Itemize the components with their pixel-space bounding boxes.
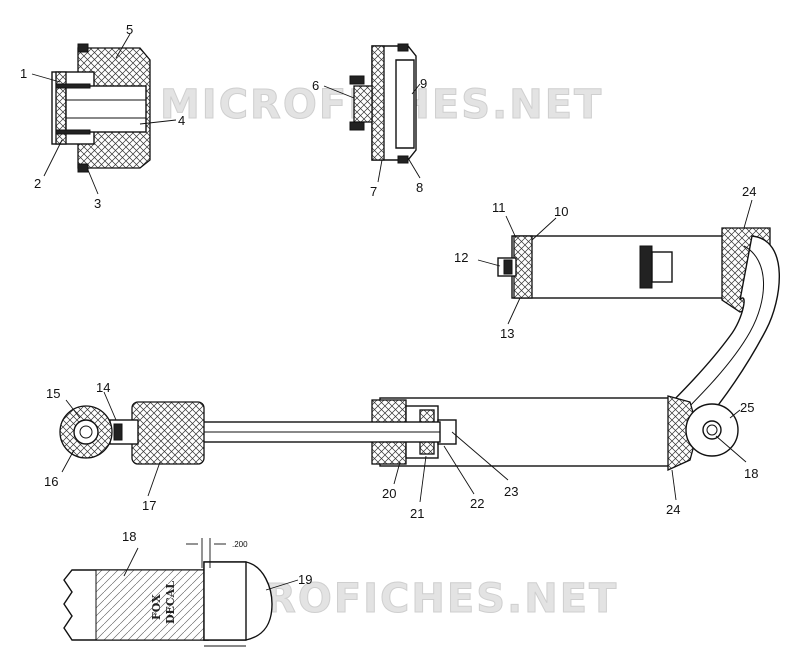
callout-15: 15 xyxy=(46,386,60,401)
callout-25: 25 xyxy=(740,400,754,415)
callouts: 1 2 3 4 5 6 7 8 9 10 11 12 13 14 15 16 1… xyxy=(20,22,758,587)
callout-17: 17 xyxy=(142,498,156,513)
callout-7: 7 xyxy=(370,184,377,199)
callout-10: 10 xyxy=(554,204,568,219)
callout-5: 5 xyxy=(126,22,133,37)
bushing-assembly xyxy=(31,33,177,195)
callout-12: 12 xyxy=(454,250,468,265)
callout-18-decal: 18 xyxy=(122,529,136,544)
reservoir-assembly xyxy=(477,199,771,325)
callout-11: 11 xyxy=(492,200,506,215)
callout-20: 20 xyxy=(382,486,396,501)
main-shock-body xyxy=(59,391,747,503)
callout-14: 14 xyxy=(96,380,110,395)
decal-text-line-2: DECAL xyxy=(164,581,177,624)
cap-assembly xyxy=(323,43,421,183)
callout-2: 2 xyxy=(34,176,41,191)
callout-16: 16 xyxy=(44,474,58,489)
callout-23: 23 xyxy=(504,484,518,499)
callout-21: 21 xyxy=(410,506,424,521)
callout-19: 19 xyxy=(298,572,312,587)
callout-24-bottom: 24 xyxy=(666,502,680,517)
callout-22: 22 xyxy=(470,496,484,511)
decal-text-line-1: FOX xyxy=(150,594,163,620)
callout-1: 1 xyxy=(20,66,27,81)
decal-detail: FOX DECAL xyxy=(63,538,299,647)
callout-13: 13 xyxy=(500,326,514,341)
callout-18-mount: 18 xyxy=(744,466,758,481)
callout-4: 4 xyxy=(178,113,185,128)
callout-9: 9 xyxy=(420,76,427,91)
callout-24-top: 24 xyxy=(742,184,756,199)
callout-8: 8 xyxy=(416,180,423,195)
callout-6: 6 xyxy=(312,78,319,93)
callout-3: 3 xyxy=(94,196,101,211)
dimension-label: .200 xyxy=(232,540,248,549)
